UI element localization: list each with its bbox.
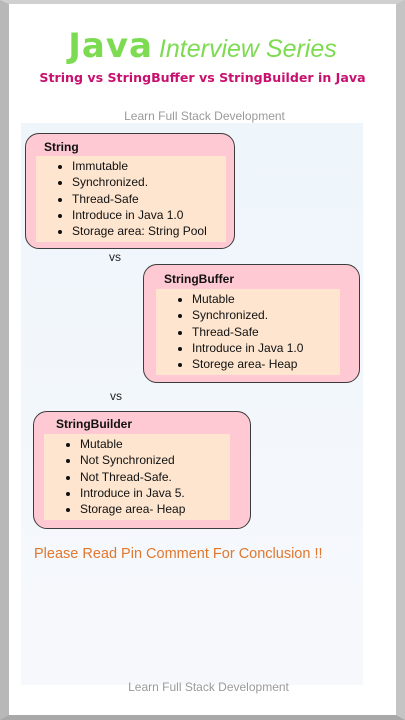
stringbuffer-card: StringBuffer Mutable Synchronized. Threa… xyxy=(143,264,360,383)
feature-list: Mutable Synchronized. Thread-Safe Introd… xyxy=(156,291,340,372)
card-title: StringBuilder xyxy=(56,417,133,431)
card-title: StringBuffer xyxy=(164,272,234,286)
content-panel: String Immutable Synchronized. Thread-Sa… xyxy=(21,123,363,685)
list-item: Not Synchronized xyxy=(80,452,230,468)
list-item: Thread-Safe xyxy=(72,191,226,207)
card-body: Mutable Synchronized. Thread-Safe Introd… xyxy=(156,289,340,375)
conclusion-text: Please Read Pin Comment For Conclusion !… xyxy=(34,546,323,562)
vs-label: vs xyxy=(109,250,121,264)
list-item: Introduce in Java 1.0 xyxy=(192,340,340,356)
title-series: Interview Series xyxy=(158,35,337,63)
watermark-bottom: Learn Full Stack Development xyxy=(128,680,289,694)
feature-list: Immutable Synchronized. Thread-Safe Intr… xyxy=(36,158,226,239)
list-item: Storege area- Heap xyxy=(192,356,340,372)
watermark-top: Learn Full Stack Development xyxy=(124,109,285,123)
list-item: Introduce in Java 1.0 xyxy=(72,207,226,223)
list-item: Synchronized. xyxy=(192,307,340,323)
string-card: String Immutable Synchronized. Thread-Sa… xyxy=(25,133,235,249)
list-item: Storage area: String Pool xyxy=(72,223,226,239)
stringbuilder-card: StringBuilder Mutable Not Synchronized N… xyxy=(33,411,251,529)
list-item: Immutable xyxy=(72,158,226,174)
list-item: Introduce in Java 5. xyxy=(80,485,230,501)
page-subtitle: String vs StringBuffer vs StringBuilder … xyxy=(39,70,366,85)
title-main: Java xyxy=(68,26,153,66)
list-item: Thread-Safe xyxy=(192,324,340,340)
card-body: Immutable Synchronized. Thread-Safe Intr… xyxy=(36,156,226,242)
vs-label: vs xyxy=(110,389,122,403)
list-item: Mutable xyxy=(80,436,230,452)
card-title: String xyxy=(44,140,79,154)
list-item: Mutable xyxy=(192,291,340,307)
card-body: Mutable Not Synchronized Not Thread-Safe… xyxy=(44,434,230,520)
list-item: Synchronized. xyxy=(72,174,226,190)
feature-list: Mutable Not Synchronized Not Thread-Safe… xyxy=(44,436,230,517)
list-item: Not Thread-Safe. xyxy=(80,469,230,485)
list-item: Storage area- Heap xyxy=(80,501,230,517)
